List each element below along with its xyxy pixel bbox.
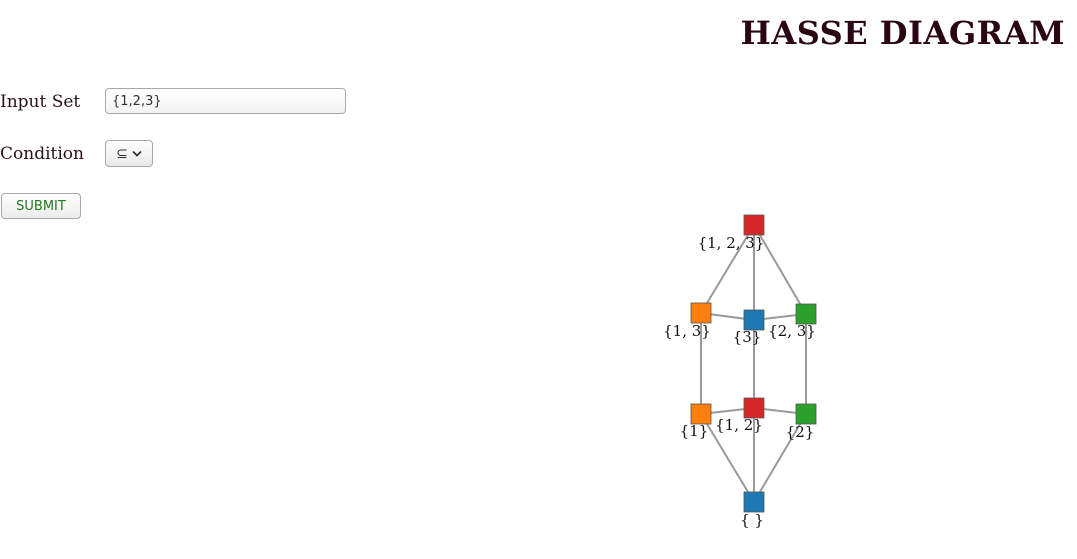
node-label-s3: {3} — [733, 328, 762, 346]
node-label-s13: {1, 3} — [663, 322, 711, 340]
node-label-s123: {1, 2, 3} — [698, 234, 765, 252]
node-label-s23: {2, 3} — [768, 322, 816, 340]
chevron-down-icon — [132, 150, 142, 157]
diagram-edges — [700, 224, 807, 503]
diagram-nodes — [690, 214, 817, 513]
node-s23[interactable] — [795, 303, 817, 325]
node-s123[interactable] — [743, 214, 765, 236]
node-s12[interactable] — [743, 397, 765, 419]
node-label-s1: {1} — [680, 422, 709, 440]
condition-selected-value: ⊆ — [116, 145, 128, 162]
node-label-s12: {1, 2} — [715, 416, 763, 434]
edge-s13-s123 — [700, 224, 755, 314]
node-s2[interactable] — [795, 403, 817, 425]
node-s3[interactable] — [743, 309, 765, 331]
edge-empty-s2 — [753, 413, 807, 503]
condition-label: Condition — [0, 144, 84, 164]
condition-select[interactable]: ⊆ — [105, 140, 153, 167]
node-empty[interactable] — [743, 491, 765, 513]
input-set-field[interactable] — [105, 88, 346, 114]
edge-s23-s123 — [753, 224, 807, 315]
page-title: HASSE DIAGRAM — [740, 14, 1065, 52]
diagram-labels: { } {1} {2} {1, 2} {3} {1, 3} {2, 3} {1, 2, 3} — [663, 234, 816, 529]
submit-button[interactable]: SUBMIT — [1, 193, 81, 219]
node-s13[interactable] — [690, 302, 712, 324]
node-label-empty: { } — [740, 511, 764, 529]
edge-empty-s1 — [700, 413, 755, 503]
node-label-s2: {2} — [786, 423, 815, 441]
input-set-label: Input Set — [0, 92, 81, 112]
node-s1[interactable] — [690, 403, 712, 425]
